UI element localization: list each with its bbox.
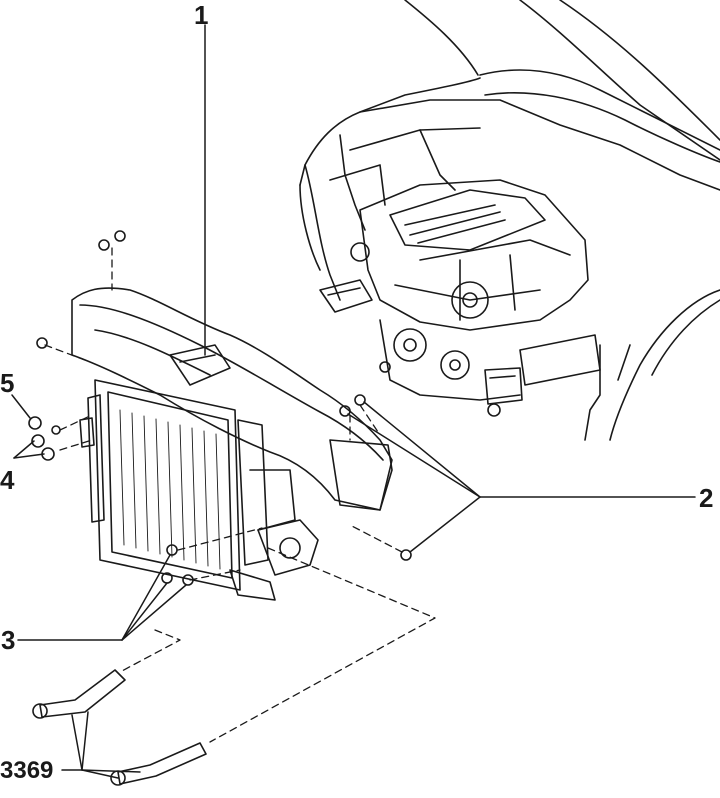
leader-lines <box>11 24 696 779</box>
callout-2: 2 <box>699 483 714 513</box>
leader-2b <box>363 401 481 498</box>
bolt-head <box>51 425 61 435</box>
engine-cover <box>389 189 546 251</box>
dash-line <box>189 569 241 581</box>
engine-pulley-a-hub <box>403 338 417 352</box>
bolt-head <box>379 361 391 373</box>
tool-3369-pin-upper-head <box>32 703 48 719</box>
dash-line <box>119 629 181 673</box>
leader-5 <box>11 394 31 419</box>
dash-line <box>349 524 403 553</box>
engine-pulley-c-hub <box>462 292 478 308</box>
leader-2a <box>347 413 481 498</box>
bulkhead <box>329 99 720 206</box>
headlight-bracket <box>329 439 393 511</box>
engine-details <box>394 239 571 321</box>
engine-pulley-a <box>393 328 427 362</box>
bolt-2b <box>354 394 366 406</box>
lock-carrier-upper-member <box>71 287 393 511</box>
tool-3369-pin-upper <box>39 669 126 718</box>
bolt-3a <box>166 544 178 556</box>
bolt-head <box>98 239 110 251</box>
callout-1: 1 <box>194 0 209 30</box>
bolt-head <box>36 337 48 349</box>
hood-panel <box>479 69 720 163</box>
right-fender <box>584 289 720 441</box>
engine-pulley-c <box>451 281 489 319</box>
bolt-4a <box>31 434 45 448</box>
leader-3369a <box>71 714 83 771</box>
lock-carrier-mount-right <box>484 367 523 405</box>
bolt-head <box>114 230 126 242</box>
lock-carrier-upper-ridge <box>79 304 384 461</box>
bolt-head <box>487 403 501 417</box>
bolt-2c <box>400 549 412 561</box>
horn <box>279 537 301 559</box>
leader-2c <box>409 496 481 553</box>
leader-3c <box>121 584 187 641</box>
air-intake <box>319 279 373 313</box>
tool-3369-pin-lower <box>117 742 207 785</box>
radiator-fins <box>119 409 221 570</box>
callout-5: 5 <box>0 368 15 398</box>
callout-3: 3 <box>1 625 16 655</box>
lower-foot <box>229 569 276 601</box>
lock-carrier-latch <box>169 344 231 386</box>
callout-4: 4 <box>0 465 15 495</box>
lower-bracket <box>257 519 319 576</box>
engine-pulley-b-hub <box>449 359 461 371</box>
engine-lower <box>379 319 601 401</box>
engine-pulley-b <box>440 350 470 380</box>
leader-3a <box>121 554 171 641</box>
engine-block <box>359 179 589 331</box>
engine-pulley-d <box>350 242 370 262</box>
dash-line <box>44 344 86 361</box>
dash-line <box>59 414 93 431</box>
fasteners <box>28 230 412 786</box>
dash-line <box>209 547 436 743</box>
dash-line <box>177 527 263 551</box>
leader-4a <box>13 440 35 459</box>
callout-3369: 3369 <box>0 757 54 784</box>
lock-carrier-frame <box>94 379 241 591</box>
leader-3369b <box>81 711 89 771</box>
bolt-2a <box>339 405 351 417</box>
leader-3369d <box>81 769 141 773</box>
leader-4b <box>13 453 45 459</box>
bolt-5 <box>28 416 42 430</box>
lock-carrier <box>71 287 393 601</box>
dash-line <box>359 404 379 433</box>
leader-3b <box>121 582 168 641</box>
side-bracket-left <box>79 394 105 523</box>
dash-line <box>59 439 93 451</box>
leader-3369c <box>81 769 119 779</box>
left-fender <box>299 129 456 301</box>
assembly-lines <box>44 247 436 743</box>
car-body <box>299 0 720 441</box>
